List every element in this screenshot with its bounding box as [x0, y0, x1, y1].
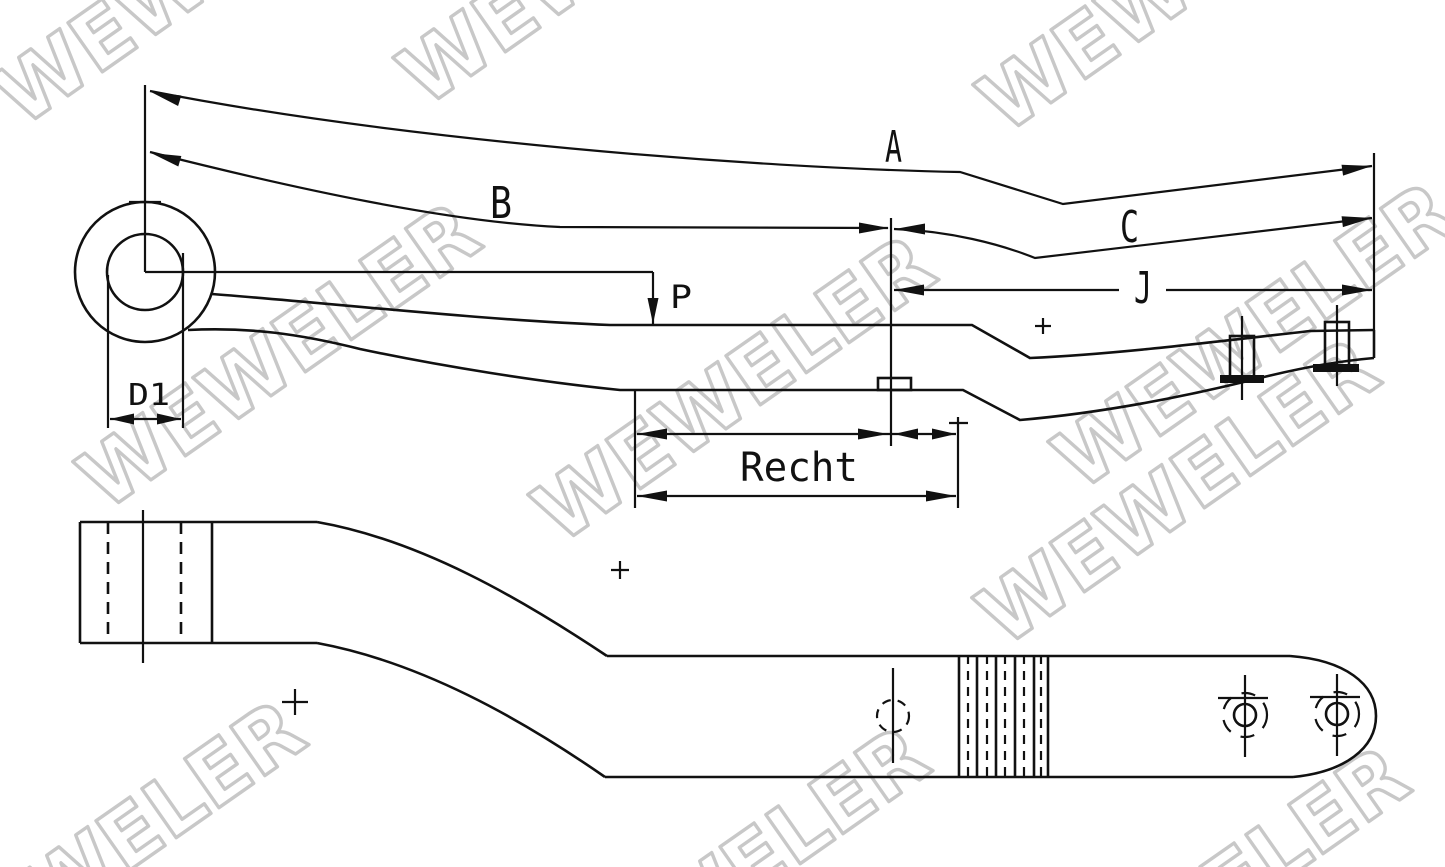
spring-bottom-surface: [187, 328, 1375, 422]
dimension-arrowhead: [894, 428, 918, 440]
dimension-arrowhead: [895, 223, 925, 235]
side-view: [73, 85, 1376, 508]
bolt-hole-marker-1: [1218, 675, 1269, 757]
dimension-arrowhead: [110, 413, 134, 425]
dimension-arrowhead: [157, 413, 181, 425]
cross-marker: [282, 689, 308, 715]
watermark-text: WEWELER: [382, 0, 817, 124]
cross-marker: [611, 561, 629, 579]
label-Recht: Recht: [740, 445, 858, 491]
bolt-hole-circle: [1232, 702, 1258, 728]
dimension-arrowhead: [858, 428, 888, 440]
watermark-text: WEWELER: [991, 728, 1426, 867]
label-J: J: [1134, 263, 1152, 314]
label-P: P: [670, 278, 692, 316]
label-C: C: [1120, 202, 1139, 253]
dim-line-A: [149, 89, 1373, 206]
label-A: A: [885, 122, 902, 173]
center-hole-marker: [875, 668, 911, 763]
bolt-hole-circle: [1324, 701, 1350, 727]
spring-top-surface: [211, 292, 1375, 360]
plan-view: [78, 510, 1378, 779]
arrowhead-layer: [110, 92, 1372, 502]
rear-clamp-2: [1313, 305, 1359, 386]
plan-rounded-end: [1289, 654, 1378, 779]
plan-bottom-offset-curve: [316, 641, 606, 779]
bolt-washer-circle: [1221, 691, 1269, 739]
watermark-text: WEWELER: [511, 708, 946, 867]
watermark-text: WEWELER: [962, 0, 1397, 151]
clamp-bar: [1313, 364, 1359, 372]
rear-clamp-1: [1220, 316, 1264, 400]
watermark-text: WEWELER: [62, 184, 497, 528]
dimension-arrowhead: [926, 490, 956, 502]
center-clamp-plate: [876, 376, 913, 392]
dimension-arrowhead: [637, 428, 667, 440]
clamp-seat-hatch: [957, 655, 1050, 776]
dimension-arrowhead: [1341, 164, 1372, 176]
label-D1: D1: [128, 378, 170, 413]
clamp-bar: [1220, 375, 1264, 383]
dimension-arrowhead: [894, 284, 924, 296]
cross-marker: [1035, 318, 1051, 334]
bolt-washer-circle: [1313, 690, 1361, 738]
dimension-arrowhead: [647, 298, 659, 324]
label-B: B: [490, 178, 512, 229]
dimension-arrowhead: [1341, 216, 1372, 228]
plan-top-offset-curve: [316, 520, 608, 658]
dim-line-B: [149, 150, 889, 230]
dimension-arrowhead: [637, 490, 667, 502]
dimension-arrowhead: [151, 153, 182, 167]
dimension-arrowhead: [1342, 284, 1372, 296]
watermark-text: WEWELER: [0, 682, 322, 867]
dimension-arrowhead: [859, 222, 889, 234]
label-layer: A B C J P D1 Recht: [128, 122, 1152, 491]
dimension-arrowhead: [932, 428, 956, 440]
dimension-arrowhead: [151, 92, 182, 107]
bolt-hole-marker-2: [1310, 674, 1361, 756]
